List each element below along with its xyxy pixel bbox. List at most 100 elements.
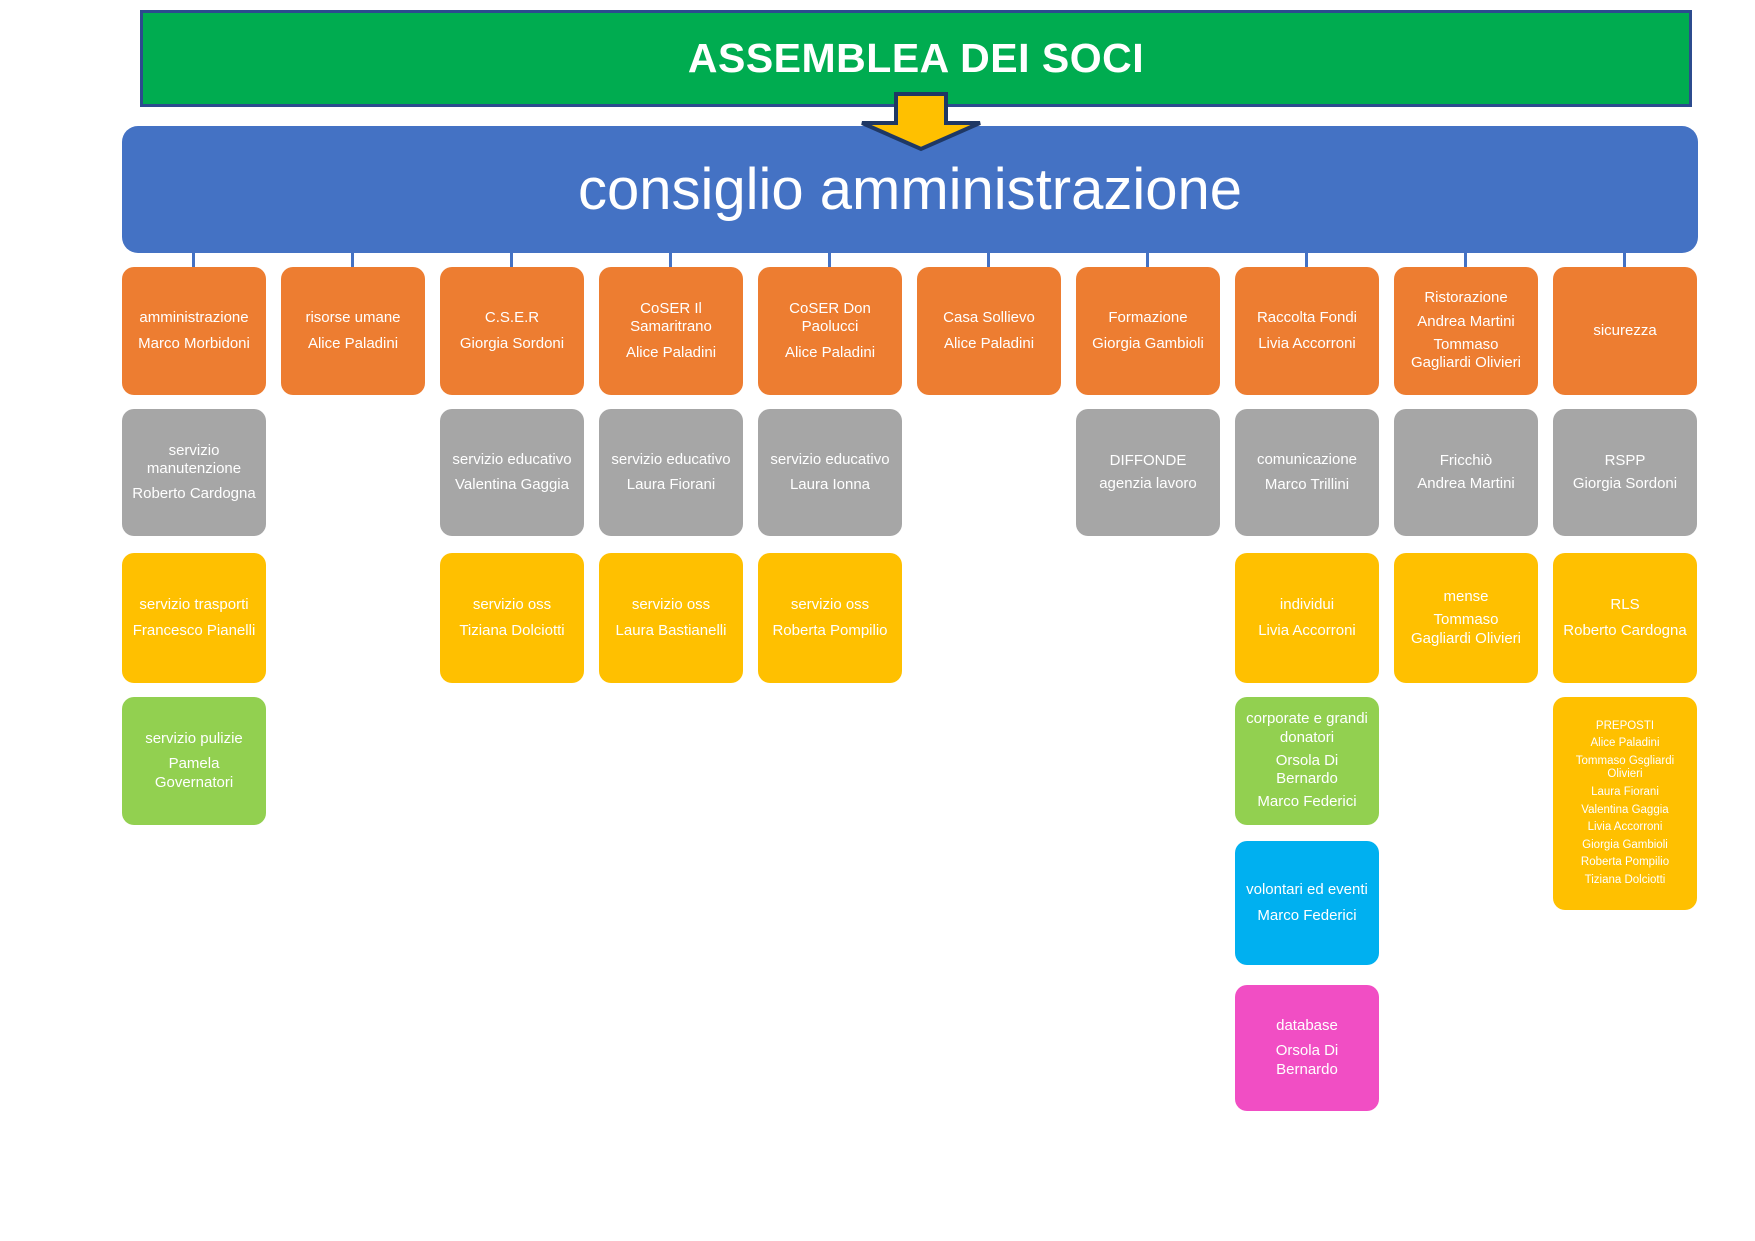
- box-title: CoSER Don Paolucci: [789, 300, 871, 336]
- box-servizio-oss-paolucci: servizio oss Roberta Pompilio: [758, 553, 902, 683]
- box-servizio-educativo-paolucci: servizio educativo Laura Ionna: [758, 409, 902, 536]
- box-servizio-trasporti: servizio trasporti Francesco Pianelli: [122, 553, 266, 683]
- box-person: Marco Trillini: [1264, 476, 1350, 493]
- box-person: Marco Federici: [1257, 793, 1357, 811]
- box-person: Laura Bastianelli: [615, 621, 727, 639]
- box-person: Laura Fiorani: [626, 476, 716, 493]
- box-person: Marco Federici: [1257, 906, 1357, 924]
- box-person: Valentina Gaggia: [1581, 803, 1669, 816]
- box-corporate-grandi-donatori: corporate e grandi donatori Orsola Di Be…: [1235, 697, 1379, 825]
- box-person: Alice Paladini: [784, 343, 876, 361]
- box-title: servizio educativo: [611, 450, 731, 468]
- box-title: servizio oss: [631, 596, 711, 614]
- box-person: Laura Fiorani: [1591, 785, 1659, 798]
- box-fricchio: Fricchiò Andrea Martini: [1394, 409, 1538, 536]
- box-title: volontari ed eventi: [1246, 881, 1368, 899]
- box-title: C.S.E.R: [484, 309, 540, 327]
- box-formazione: Formazione Giorgia Gambioli: [1076, 267, 1220, 395]
- box-title: CoSER Il Samaritrano: [630, 300, 712, 336]
- box-rspp: RSPP Giorgia Sordoni: [1553, 409, 1697, 536]
- box-person: Orsola Di Bernardo: [1275, 1042, 1339, 1078]
- box-person: Alice Paladini: [307, 334, 399, 352]
- box-title: Raccolta Fondi: [1256, 309, 1358, 327]
- box-title: Fricchiò: [1439, 451, 1493, 469]
- box-title: servizio educativo: [770, 450, 890, 468]
- box-title: RSPP: [1604, 451, 1646, 469]
- box-individui: individui Livia Accorroni: [1235, 553, 1379, 683]
- box-servizio-educativo-cser: servizio educativo Valentina Gaggia: [440, 409, 584, 536]
- box-person: Laura Ionna: [789, 476, 871, 493]
- box-title: corporate e grandi donatori: [1246, 710, 1368, 746]
- box-person: Andrea Martini: [1417, 475, 1515, 492]
- box-servizio-oss-samaritrano: servizio oss Laura Bastianelli: [599, 553, 743, 683]
- box-volontari-eventi: volontari ed eventi Marco Federici: [1235, 841, 1379, 965]
- box-person: Giorgia Gambioli: [1092, 334, 1204, 352]
- box-title: risorse umane: [305, 309, 401, 327]
- box-person: Giorgia Sordoni: [459, 334, 565, 352]
- box-person: Alice Paladini: [943, 334, 1035, 352]
- box-title: comunicazione: [1256, 450, 1358, 468]
- assemblea-title: ASSEMBLEA DEI SOCI: [687, 35, 1145, 81]
- box-title: RLS: [1610, 596, 1640, 614]
- box-mense: mense Tommaso Gagliardi Olivieri: [1394, 553, 1538, 683]
- box-rls: RLS Roberto Cardogna: [1553, 553, 1697, 683]
- box-person: Tommaso Gagliardi Olivieri: [1410, 611, 1522, 647]
- down-arrow-icon: [861, 92, 981, 152]
- box-person: Tiziana Dolciotti: [1584, 873, 1666, 886]
- box-person: Marco Morbidoni: [138, 334, 250, 352]
- box-person: Andrea Martini: [1417, 312, 1515, 330]
- box-coser-samaritrano: CoSER Il Samaritrano Alice Paladini: [599, 267, 743, 395]
- box-person: Roberta Pompilio: [772, 621, 888, 639]
- box-person: Valentina Gaggia: [455, 476, 569, 493]
- box-title: Formazione: [1108, 309, 1188, 327]
- box-preposti: PREPOSTI Alice Paladini Tommaso Gsgliard…: [1553, 697, 1697, 910]
- box-person: Roberto Cardogna: [1563, 621, 1687, 639]
- box-title: servizio oss: [472, 596, 552, 614]
- box-title: individui: [1279, 596, 1335, 614]
- box-sicurezza: sicurezza: [1553, 267, 1697, 395]
- box-title: mense: [1443, 588, 1489, 606]
- box-raccolta-fondi: Raccolta Fondi Livia Accorroni: [1235, 267, 1379, 395]
- box-person: Roberta Pompilio: [1580, 856, 1670, 869]
- box-person: Livia Accorroni: [1258, 334, 1356, 352]
- consiglio-title: consiglio amministrazione: [577, 157, 1243, 222]
- box-person: Alice Paladini: [1590, 737, 1660, 750]
- box-title: PREPOSTI: [1595, 719, 1655, 732]
- box-servizio-pulizie: servizio pulizie Pamela Governatori: [122, 697, 266, 825]
- box-title: servizio trasporti: [139, 596, 249, 614]
- box-person: Alice Paladini: [625, 343, 717, 361]
- box-amministrazione: amministrazione Marco Morbidoni: [122, 267, 266, 395]
- box-title: Casa Sollievo: [943, 309, 1035, 327]
- box-diffonde: DIFFONDE agenzia lavoro: [1076, 409, 1220, 536]
- box-title: servizio educativo: [452, 450, 572, 468]
- box-title: DIFFONDE: [1109, 451, 1187, 469]
- box-risorse-umane: risorse umane Alice Paladini: [281, 267, 425, 395]
- box-person: Giorgia Sordoni: [1572, 475, 1678, 492]
- box-title: servizio oss: [790, 596, 870, 614]
- box-title: sicurezza: [1593, 321, 1657, 339]
- box-cser: C.S.E.R Giorgia Sordoni: [440, 267, 584, 395]
- box-casa-sollievo: Casa Sollievo Alice Paladini: [917, 267, 1061, 395]
- box-person: Tiziana Dolciotti: [459, 621, 565, 639]
- box-title: servizio pulizie: [145, 730, 243, 748]
- box-person: Tommaso Gsgliardi Olivieri: [1575, 754, 1675, 781]
- box-person: Pamela Governatori: [154, 755, 234, 791]
- box-title: Ristorazione: [1424, 289, 1508, 307]
- box-title: amministrazione: [139, 309, 249, 327]
- box-ristorazione: Ristorazione Andrea Martini Tommaso Gagl…: [1394, 267, 1538, 395]
- box-servizio-oss-cser: servizio oss Tiziana Dolciotti: [440, 553, 584, 683]
- box-person: Livia Accorroni: [1587, 821, 1663, 834]
- box-title: servizio manutenzione: [146, 441, 242, 477]
- box-person: agenzia lavoro: [1099, 475, 1197, 492]
- box-person: Livia Accorroni: [1258, 621, 1356, 639]
- box-servizio-educativo-samaritrano: servizio educativo Laura Fiorani: [599, 409, 743, 536]
- box-title: database: [1276, 1017, 1338, 1035]
- assemblea-banner: ASSEMBLEA DEI SOCI: [140, 10, 1692, 107]
- box-person: Francesco Pianelli: [132, 621, 256, 639]
- box-person: Roberto Cardogna: [132, 485, 256, 503]
- consiglio-banner: consiglio amministrazione: [122, 126, 1698, 253]
- box-person: Orsola Di Bernardo: [1275, 751, 1339, 788]
- box-database: database Orsola Di Bernardo: [1235, 985, 1379, 1111]
- box-servizio-manutenzione: servizio manutenzione Roberto Cardogna: [122, 409, 266, 536]
